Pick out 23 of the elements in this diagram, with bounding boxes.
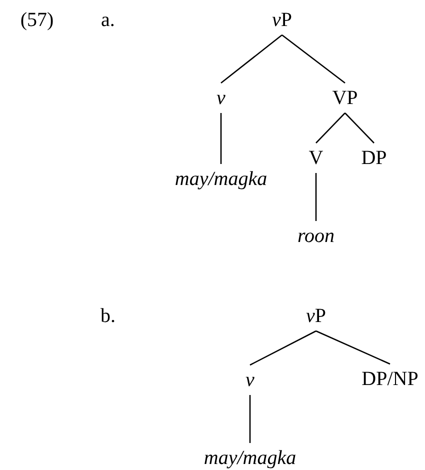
tree-node-label: v xyxy=(216,87,226,109)
tree-node-label: DP/NP xyxy=(362,368,418,390)
tree-branch xyxy=(250,330,316,366)
example-number: (57) xyxy=(20,9,54,31)
tree-node-label: may/magka xyxy=(204,447,296,469)
tree-node-label: v xyxy=(246,369,254,391)
tree-node-label: vP xyxy=(272,9,292,31)
tree-branch xyxy=(282,34,346,84)
tree-node-label: may/magka xyxy=(174,168,268,190)
tree-node-label: vP xyxy=(306,305,326,327)
tree-node-label: roon xyxy=(297,225,335,247)
tree-branch xyxy=(220,34,282,84)
tree-branch xyxy=(220,113,222,164)
tree-branch xyxy=(315,173,317,221)
tree-branch xyxy=(316,112,346,144)
tree-branch xyxy=(249,395,251,443)
sub-example-label: b. xyxy=(100,305,116,327)
sub-example-label: a. xyxy=(101,9,115,31)
tree-node-label: V xyxy=(308,147,324,169)
tree-node-label: VP xyxy=(332,87,358,109)
tree-node-label: DP xyxy=(361,147,387,169)
tree-branch xyxy=(344,112,374,144)
tree-branch xyxy=(316,330,390,365)
